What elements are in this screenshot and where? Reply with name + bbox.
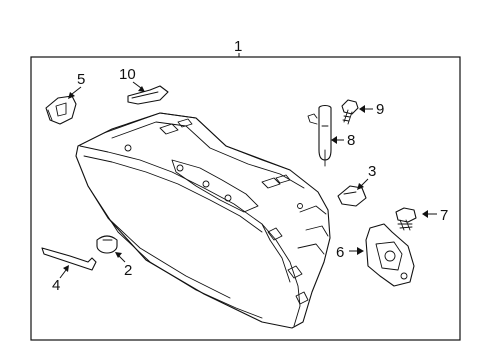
callout-9: 9	[376, 101, 384, 118]
part-5-bracket	[45, 95, 77, 125]
part-8-damper	[307, 104, 332, 167]
callout-6: 6	[336, 244, 344, 261]
callout-1: 1	[234, 38, 242, 55]
callout-3: 3	[368, 163, 376, 180]
part-4-strap	[41, 247, 97, 271]
part-9-screw	[341, 99, 359, 125]
callout-10: 10	[119, 66, 136, 83]
part-3-bumper	[337, 185, 367, 207]
part-10-stopper	[127, 85, 169, 105]
part-6-hinge	[365, 223, 415, 287]
callout-2: 2	[124, 262, 132, 279]
callout-7: 7	[440, 207, 448, 224]
assembly-frame	[30, 56, 461, 341]
callout-5: 5	[77, 71, 85, 88]
part-2-grommet	[96, 235, 118, 254]
callout-4: 4	[52, 277, 60, 294]
callout-8: 8	[347, 132, 355, 149]
part-7-screw	[395, 207, 417, 231]
glove-box	[75, 112, 331, 329]
